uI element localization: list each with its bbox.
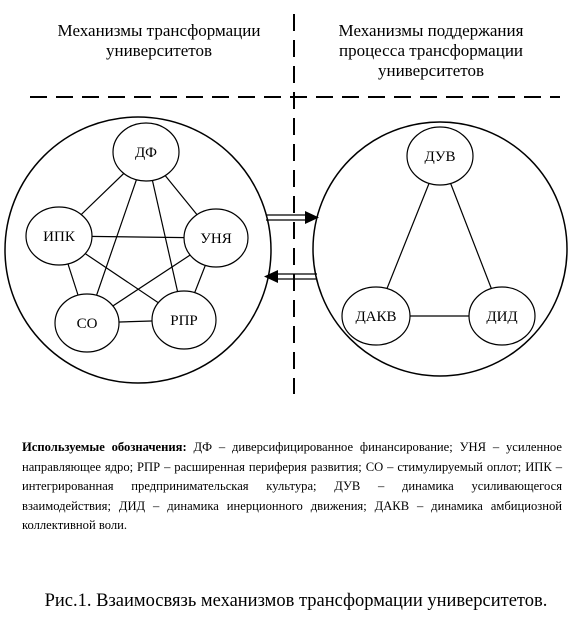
transformation-diagram: Механизмы трансформации университетов Ме…	[4, 14, 568, 394]
edge-df-so	[86, 151, 147, 324]
node-unya-label: УНЯ	[200, 231, 231, 247]
node-so-label: СО	[77, 316, 98, 332]
node-df-label: ДФ	[135, 145, 157, 161]
left-column-title-line1: Механизмы трансформации	[58, 21, 261, 40]
transformation-mechanisms-circle	[4, 116, 272, 384]
node-duv-label: ДУВ	[424, 149, 455, 165]
support-mechanisms-circle	[312, 121, 568, 377]
legend-text: ДФ – диверсифицированное финансирование;…	[22, 440, 562, 532]
right-column-title-line3: университетов	[378, 61, 484, 80]
node-dakv: ДАКВ	[341, 286, 411, 346]
arrow-to-right-cluster	[266, 211, 319, 224]
node-df: ДФ	[112, 122, 180, 182]
node-ipk-label: ИПК	[43, 229, 76, 245]
node-ipk: ИПК	[25, 206, 93, 266]
node-so: СО	[54, 293, 120, 353]
node-dakv-label: ДАКВ	[355, 309, 396, 325]
legend: Используемые обозначения: ДФ – диверсифи…	[22, 438, 562, 536]
legend-title: Используемые обозначения:	[22, 440, 187, 454]
node-rpr-label: РПР	[170, 313, 198, 329]
arrow-to-left-cluster	[264, 270, 317, 283]
node-did: ДИД	[468, 286, 536, 346]
node-did-label: ДИД	[486, 309, 517, 325]
left-column-title-line2: университетов	[106, 41, 212, 60]
node-duv: ДУВ	[406, 126, 474, 186]
node-unya: УНЯ	[183, 208, 249, 268]
figure-caption: Рис.1. Взаимосвязь механизмов трансформа…	[44, 591, 548, 611]
right-column-title-line2: процесса трансформации	[339, 41, 523, 60]
right-column-title-line1: Механизмы поддержания	[339, 21, 524, 40]
node-rpr: РПР	[151, 290, 217, 350]
